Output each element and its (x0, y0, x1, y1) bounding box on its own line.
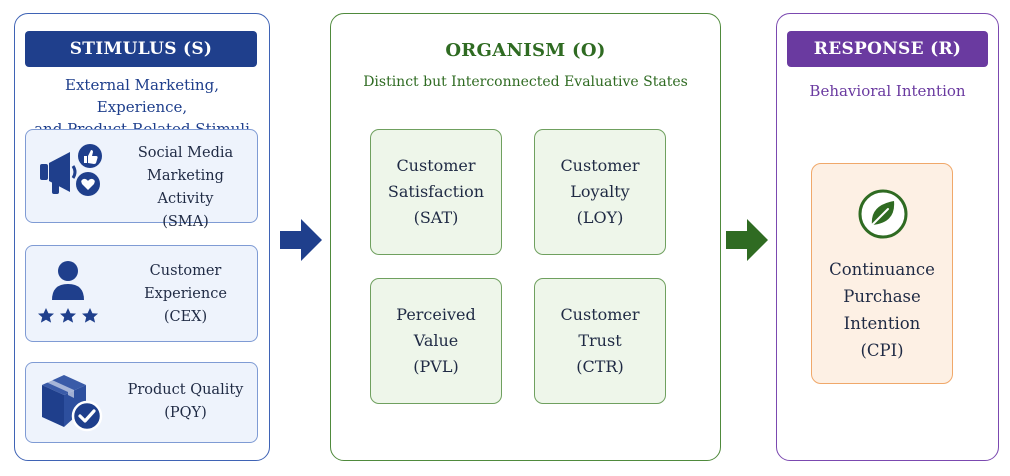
stimulus-header: STIMULUS (S) (25, 31, 257, 67)
loy-label-line2: Loyalty (570, 182, 630, 201)
organism-card-loy: Customer Loyalty (LOY) (534, 129, 666, 255)
pqy-label-line1: Product Quality (127, 382, 244, 398)
sma-label-line2: Marketing Activity (147, 168, 224, 207)
loy-label-code: (LOY) (576, 208, 624, 227)
box-check-icon (42, 375, 103, 432)
stimulus-card-sma: Social Media Marketing Activity (SMA) (25, 129, 258, 230)
stimulus-subtitle-line1: External Marketing, Experience, (65, 76, 219, 116)
arrow-stimulus-to-organism (280, 219, 322, 261)
pvl-label-line1: Perceived (396, 305, 476, 324)
stimulus-card-pqy: Product Quality (PQY) (25, 362, 258, 443)
organism-header: ORGANISM (O) (445, 40, 606, 61)
megaphone-icon (40, 144, 102, 196)
loy-label-line1: Customer (560, 156, 640, 175)
response-subtitle: Behavioral Intention (809, 82, 966, 100)
leaf-icon (858, 189, 908, 239)
cpi-label-line3: Intention (843, 314, 921, 333)
cpi-label-line2: Purchase (843, 287, 921, 306)
response-header: RESPONSE (R) (787, 31, 988, 67)
cex-label-code: (CEX) (163, 309, 208, 325)
pqy-label-code: (PQY) (164, 405, 207, 421)
ctr-label-line2: Trust (578, 331, 622, 350)
ctr-label-line1: Customer (560, 305, 640, 324)
ctr-label-code: (CTR) (576, 357, 624, 376)
sma-label-line1: Social Media (137, 145, 234, 161)
organism-card-ctr: Customer Trust (CTR) (534, 278, 666, 404)
sat-label-line1: Customer (396, 156, 476, 175)
cex-label-line1: Customer (149, 263, 222, 279)
organism-card-sat: Customer Satisfaction (SAT) (370, 129, 502, 255)
arrow-organism-to-response (726, 219, 768, 261)
user-rating-icon (38, 261, 98, 323)
sat-label-code: (SAT) (413, 208, 459, 227)
organism-card-pvl: Perceived Value (PVL) (370, 278, 502, 404)
stimulus-card-cex: Customer Experience (CEX) (25, 245, 258, 342)
cex-label-line2: Experience (144, 286, 227, 302)
sma-label-code: (SMA) (162, 214, 209, 230)
cpi-label-line1: Continuance (829, 260, 935, 279)
sat-label-line2: Satisfaction (387, 182, 485, 201)
organism-subtitle: Distinct but Interconnected Evaluative S… (363, 74, 688, 90)
response-card-cpi: Continuance Purchase Intention (CPI) (811, 163, 953, 384)
pvl-label-code: (PVL) (413, 357, 459, 376)
pvl-label-line2: Value (413, 331, 459, 350)
cpi-label-code: (CPI) (860, 341, 904, 360)
